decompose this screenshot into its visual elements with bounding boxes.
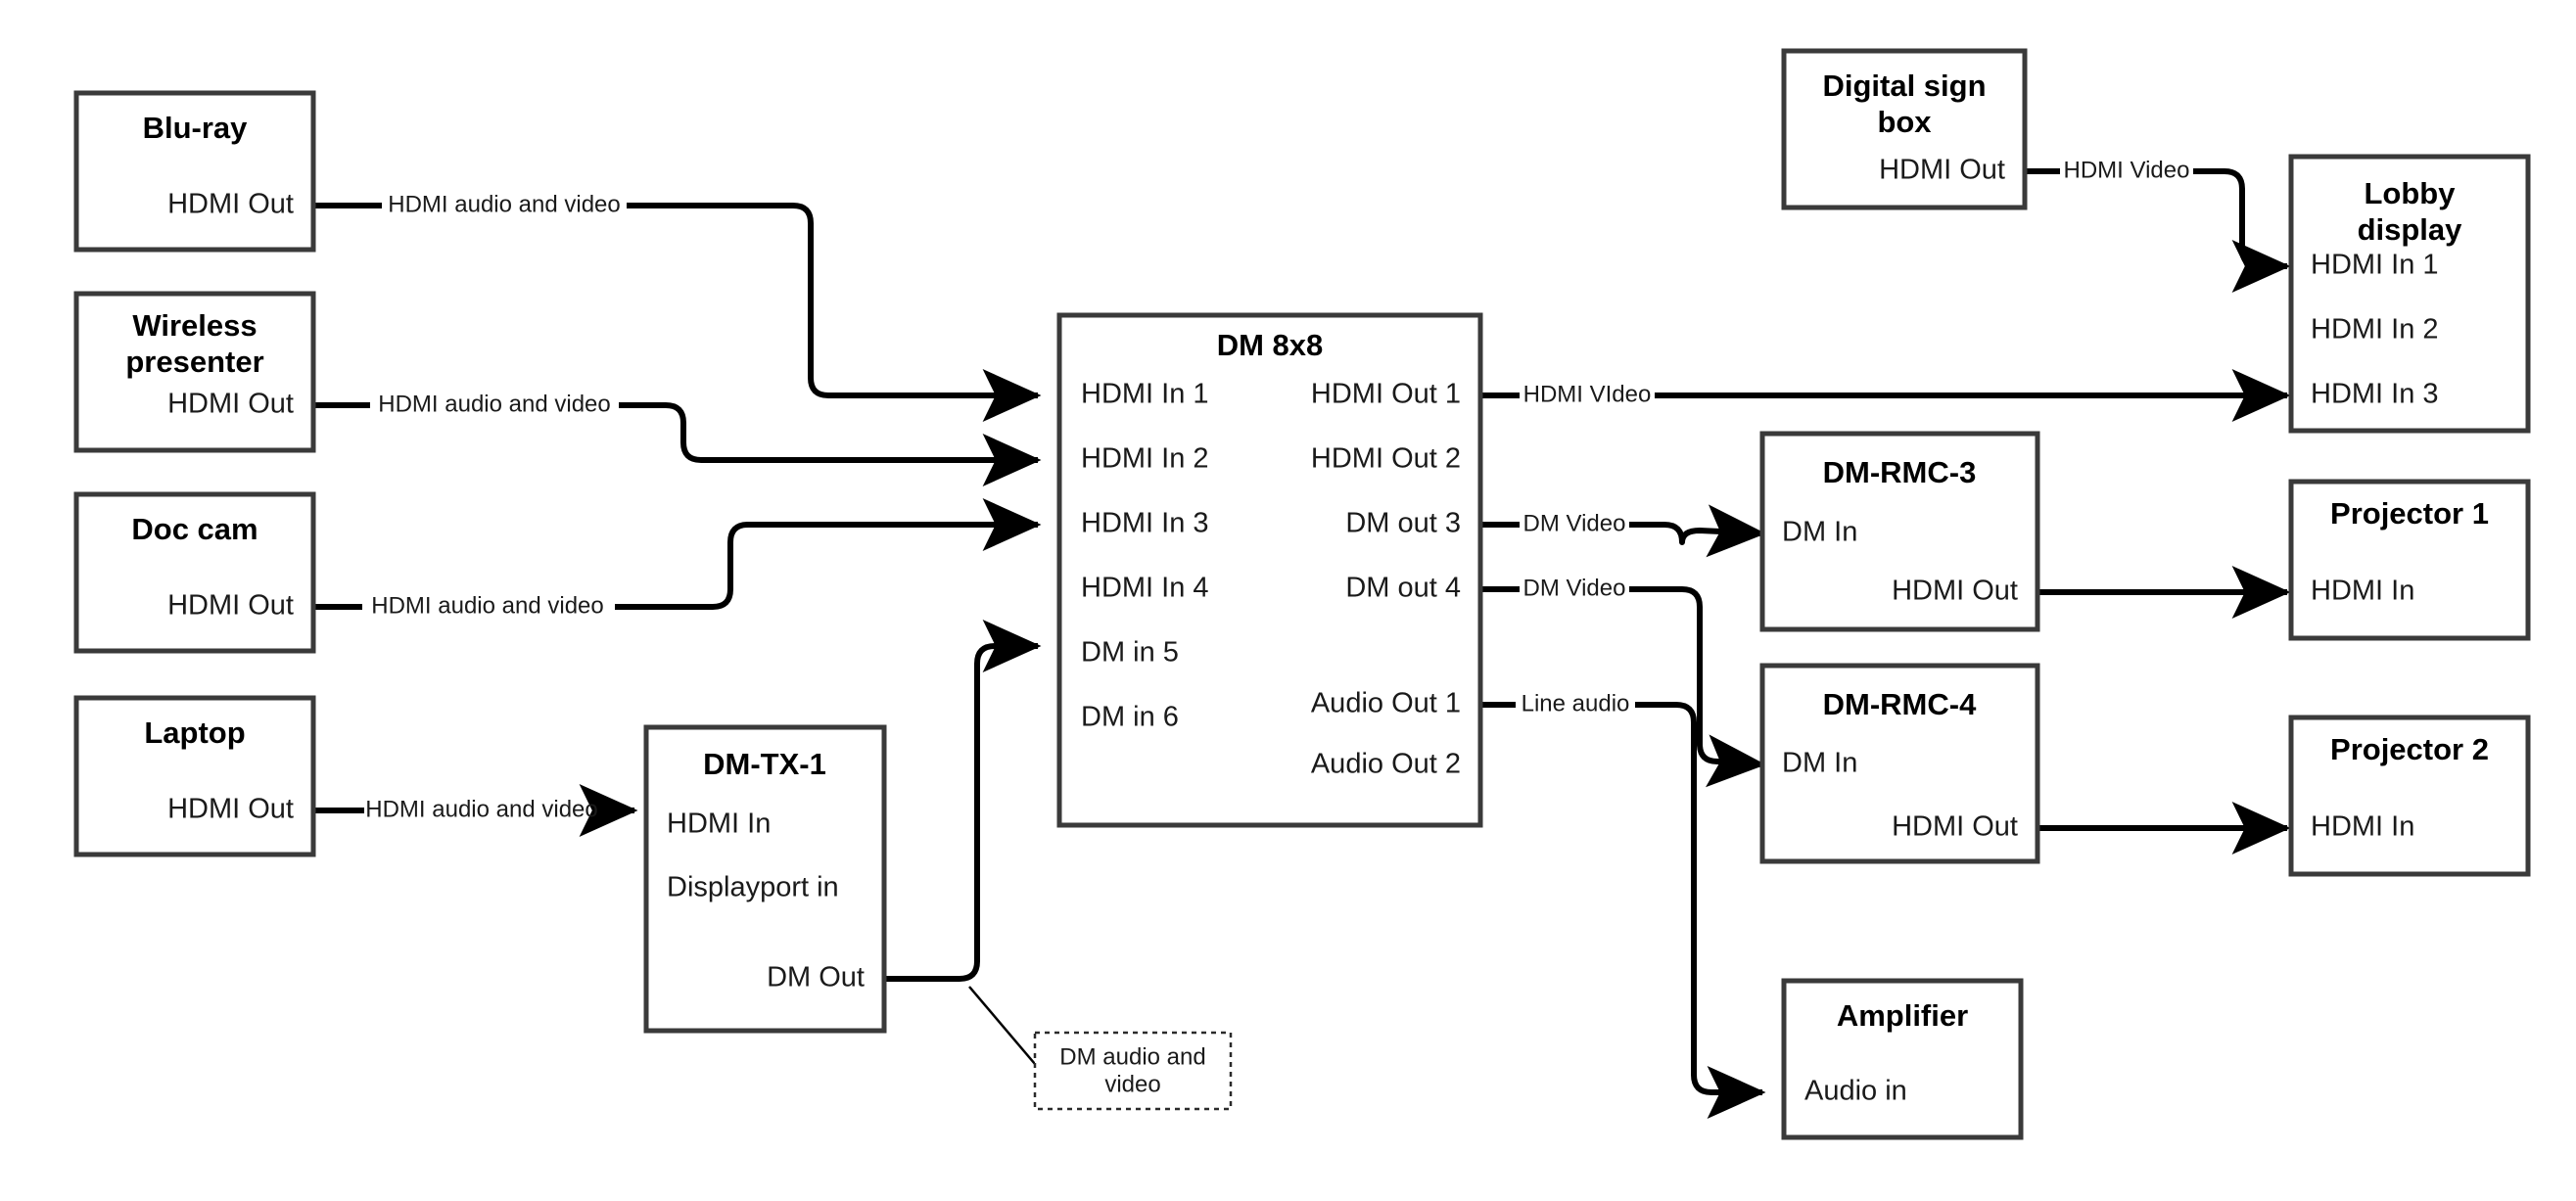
node-dmrmc4-port-dm-in: DM In <box>1782 748 1857 779</box>
node-projector1-port-hdmi-in: HDMI In <box>2311 576 2414 607</box>
callout-dm-audio-video-line1: DM audio and <box>1059 1043 1205 1070</box>
node-dm-rmc-4[interactable]: DM-RMC-4 DM In HDMI Out <box>1759 663 2040 864</box>
node-amplifier-title: Amplifier <box>1837 998 1968 1033</box>
node-lobby-port-hdmi-in-3: HDMI In 3 <box>2311 379 2439 410</box>
node-laptop-title: Laptop <box>144 716 245 750</box>
node-wireless-title-line1: Wireless <box>132 308 257 343</box>
node-wireless-presenter[interactable]: Wireless presenter HDMI Out <box>73 291 316 453</box>
edge-dmtx1-to-dm8x8-in5 <box>884 620 1042 982</box>
node-dmtx1-title: DM-TX-1 <box>703 747 826 781</box>
node-dmrmc3-port-dm-in: DM In <box>1782 517 1857 548</box>
node-doc-cam[interactable]: Doc cam HDMI Out <box>73 491 316 654</box>
node-dmrmc3-title: DM-RMC-3 <box>1823 455 1977 489</box>
edge-laptop-to-dmtx1: HDMI audio and video <box>313 784 638 837</box>
edge-wireless-to-dm8x8-in2: HDMI audio and video <box>313 391 1042 486</box>
node-lobby-display[interactable]: Lobby display HDMI In 1 HDMI In 2 HDMI I… <box>2288 154 2531 434</box>
node-lobby-title-line2: display <box>2358 212 2463 247</box>
edge-label-bluray: HDMI audio and video <box>388 191 620 217</box>
edge-label-doccam: HDMI audio and video <box>371 592 603 619</box>
node-wireless-port-hdmi-out: HDMI Out <box>167 389 294 420</box>
edge-label-hdmi-out1: HDMI VIdeo <box>1523 381 1652 407</box>
node-dm8x8-port-audio-out-2: Audio Out 2 <box>1311 749 1461 780</box>
node-doccam-port-hdmi-out: HDMI Out <box>167 590 294 622</box>
node-dmrmc3-port-hdmi-out: HDMI Out <box>1892 576 2018 607</box>
node-bluray-port-hdmi-out: HDMI Out <box>167 189 294 220</box>
node-dm8x8-port-hdmi-out-2: HDMI Out 2 <box>1311 443 1461 475</box>
node-dm8x8-port-audio-out-1: Audio Out 1 <box>1311 688 1461 719</box>
edge-dm8x8-out4-to-rmc4: DM Video <box>1480 575 1766 788</box>
node-doccam-title: Doc cam <box>131 512 258 546</box>
node-dm8x8-port-hdmi-in-3: HDMI In 3 <box>1081 508 1209 539</box>
node-dm8x8-port-hdmi-in-4: HDMI In 4 <box>1081 573 1209 604</box>
node-digitalsign-title-line2: box <box>1877 105 1932 139</box>
edge-dm8x8-audioout1-to-amplifier: Line audio <box>1480 690 1766 1119</box>
node-bluray[interactable]: Blu-ray HDMI Out <box>73 90 316 253</box>
node-digital-sign-box[interactable]: Digital sign box HDMI Out <box>1781 48 2028 210</box>
edge-bluray-to-dm8x8-in1: HDMI audio and video <box>313 191 1042 422</box>
edge-label-wireless: HDMI audio and video <box>378 391 610 417</box>
node-projector1-title: Projector 1 <box>2330 496 2489 531</box>
callout-dm-audio-and-video: DM audio and video <box>1033 1031 1233 1111</box>
node-dm8x8-port-dm-in-5: DM in 5 <box>1081 637 1179 669</box>
callout-leader-dm-audio-video <box>968 986 1036 1065</box>
node-dmtx1-port-dm-out: DM Out <box>767 962 865 993</box>
node-projector-2[interactable]: Projector 2 HDMI In <box>2288 715 2531 877</box>
node-dm-tx-1[interactable]: DM-TX-1 HDMI In Displayport in DM Out <box>643 724 887 1034</box>
edge-label-dm-out3: DM Video <box>1523 510 1626 536</box>
node-laptop-port-hdmi-out: HDMI Out <box>167 794 294 825</box>
node-lobby-port-hdmi-in-1: HDMI In 1 <box>2311 250 2439 281</box>
node-dmtx1-port-hdmi-in: HDMI In <box>667 808 771 840</box>
node-projector2-port-hdmi-in: HDMI In <box>2311 811 2414 843</box>
node-lobby-title-line1: Lobby <box>2365 176 2457 210</box>
node-lobby-port-hdmi-in-2: HDMI In 2 <box>2311 314 2439 346</box>
node-dm-8x8[interactable]: DM 8x8 HDMI In 1 HDMI In 2 HDMI In 3 HDM… <box>1056 312 1483 828</box>
node-dmrmc4-title: DM-RMC-4 <box>1823 687 1977 721</box>
node-dm-rmc-3[interactable]: DM-RMC-3 DM In HDMI Out <box>1759 431 2040 632</box>
edge-label-audio-out1: Line audio <box>1522 690 1630 716</box>
edge-digitalsign-to-lobby-in1: HDMI Video <box>2025 157 2291 293</box>
node-dm8x8-port-dm-out-3: DM out 3 <box>1345 508 1461 539</box>
edge-dm8x8-out1-to-lobby-in3: HDMI VIdeo <box>1480 369 2291 422</box>
callout-dm-audio-video-line2: video <box>1104 1071 1160 1097</box>
node-projector2-title: Projector 2 <box>2330 732 2489 766</box>
node-laptop[interactable]: Laptop HDMI Out <box>73 695 316 857</box>
node-dmtx1-port-displayport-in: Displayport in <box>667 872 839 903</box>
edge-label-dm-out4: DM Video <box>1523 575 1626 601</box>
node-amplifier[interactable]: Amplifier Audio in <box>1781 978 2024 1140</box>
node-dm8x8-port-dm-out-4: DM out 4 <box>1345 573 1461 604</box>
edge-dm8x8-out3-to-rmc3: DM Video <box>1480 504 1766 558</box>
node-projector-1[interactable]: Projector 1 HDMI In <box>2288 479 2531 641</box>
node-digitalsign-port-hdmi-out: HDMI Out <box>1879 155 2005 186</box>
node-wireless-title-line2: presenter <box>125 345 263 379</box>
node-dm8x8-port-hdmi-in-1: HDMI In 1 <box>1081 379 1209 410</box>
node-dm8x8-port-hdmi-in-2: HDMI In 2 <box>1081 443 1209 475</box>
node-digitalsign-title-line1: Digital sign <box>1822 69 1986 103</box>
node-dmrmc4-port-hdmi-out: HDMI Out <box>1892 811 2018 843</box>
edge-label-laptop: HDMI audio and video <box>365 796 597 822</box>
edge-doccam-to-dm8x8-in3: HDMI audio and video <box>313 498 1042 619</box>
node-dm8x8-port-hdmi-out-1: HDMI Out 1 <box>1311 379 1461 410</box>
node-bluray-title: Blu-ray <box>143 111 249 145</box>
node-dm8x8-port-dm-in-6: DM in 6 <box>1081 702 1179 733</box>
node-dm8x8-title: DM 8x8 <box>1217 328 1324 362</box>
node-amplifier-port-audio-in: Audio in <box>1804 1076 1907 1107</box>
edge-label-digital-sign: HDMI Video <box>2064 157 2190 183</box>
